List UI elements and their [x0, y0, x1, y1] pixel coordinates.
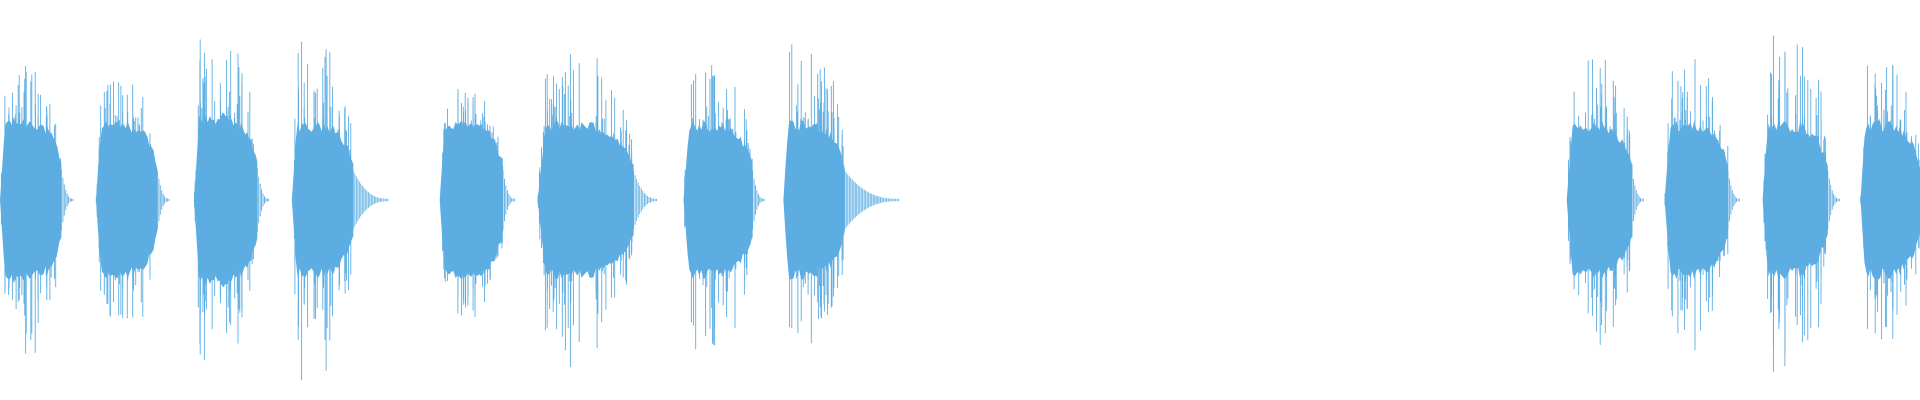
waveform-burst-body — [537, 120, 634, 280]
waveform-burst — [1762, 35, 1840, 372]
waveform-burst — [1664, 59, 1740, 351]
waveform-bursts — [0, 35, 1920, 381]
waveform-burst — [1566, 59, 1644, 345]
waveform-burst — [439, 89, 516, 317]
waveform-burst — [95, 81, 170, 319]
waveform-burst — [0, 66, 74, 354]
waveform-burst — [1860, 65, 1920, 340]
waveform-burst — [683, 65, 765, 350]
waveform-burst-body — [783, 120, 845, 280]
waveform-burst — [537, 54, 658, 367]
waveform-burst-body — [1566, 121, 1632, 279]
waveform-burst — [291, 41, 389, 381]
waveform-burst — [193, 39, 270, 361]
waveform-burst — [783, 44, 900, 344]
waveform-burst-body — [96, 121, 158, 279]
